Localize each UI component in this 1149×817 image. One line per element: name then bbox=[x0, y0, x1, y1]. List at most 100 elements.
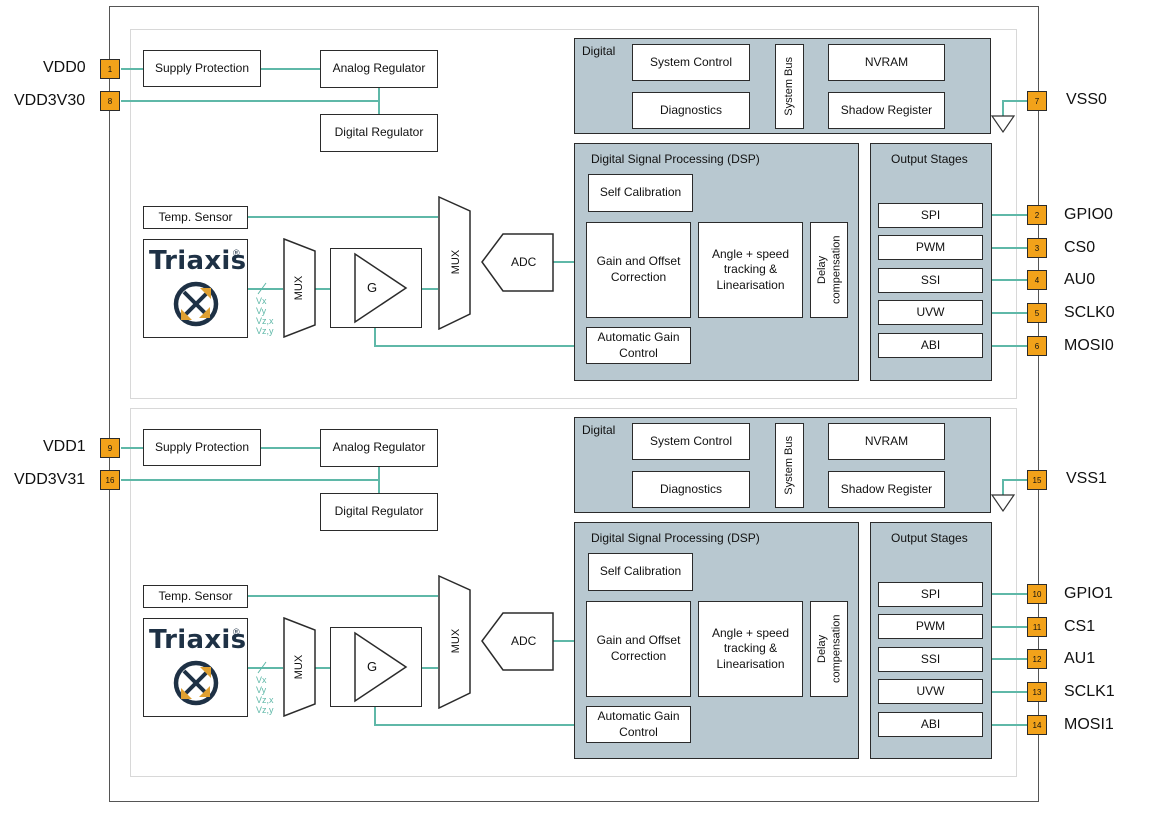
mux-2-shape bbox=[438, 575, 471, 709]
gain-offset-correction: Gain and Offset Correction bbox=[586, 222, 691, 318]
system-bus: System Bus bbox=[775, 423, 804, 508]
pin-10: 10 bbox=[1027, 584, 1047, 604]
mux-1-shape bbox=[283, 617, 316, 717]
temp-sensor: Temp. Sensor bbox=[143, 206, 248, 229]
pin-label-gpio0: GPIO0 bbox=[1064, 206, 1113, 223]
pin-label-vdd3v31: VDD3V31 bbox=[14, 471, 86, 488]
self-calibration: Self Calibration bbox=[588, 553, 693, 591]
digital-title: Digital bbox=[582, 423, 616, 437]
mux-2-label: MUX bbox=[450, 628, 463, 654]
digital-regulator: Digital Regulator bbox=[320, 114, 438, 152]
diagnostics: Diagnostics bbox=[632, 92, 750, 129]
pin-number: 3 bbox=[1034, 243, 1040, 253]
temp-sensor: Temp. Sensor bbox=[143, 585, 248, 608]
pin-label-mosi1: MOSI1 bbox=[1064, 716, 1114, 733]
output-abi: ABI bbox=[878, 333, 983, 358]
shadow-register: Shadow Register bbox=[828, 92, 945, 129]
pin-vss: 7 bbox=[1027, 91, 1047, 111]
system-control: System Control bbox=[632, 423, 750, 460]
shadow-register: Shadow Register bbox=[828, 471, 945, 508]
pin-8: 8 bbox=[100, 91, 120, 111]
supply-protection: Supply Protection bbox=[143, 429, 261, 466]
pin-label-sclk0: SCLK0 bbox=[1064, 304, 1115, 321]
pin-number: 8 bbox=[107, 96, 113, 106]
supply-protection: Supply Protection bbox=[143, 50, 261, 87]
pin-16: 16 bbox=[100, 470, 120, 490]
pin-label-cs0: CS0 bbox=[1064, 239, 1096, 256]
pin-number: 2 bbox=[1034, 210, 1040, 220]
signal-labels: Vx Vy Vz,x Vz,y bbox=[256, 296, 274, 336]
system-bus: System Bus bbox=[775, 44, 804, 129]
pin-number: 1 bbox=[107, 64, 113, 74]
pin-1: 1 bbox=[100, 59, 120, 79]
gain-offset-correction: Gain and Offset Correction bbox=[586, 601, 691, 697]
pin-label-vdd1: VDD1 bbox=[43, 438, 86, 455]
analog-regulator: Analog Regulator bbox=[320, 429, 438, 467]
delay-compensation-label: Delay compensation bbox=[815, 614, 842, 684]
adc-shape bbox=[481, 612, 554, 671]
pin-number: 7 bbox=[1034, 96, 1040, 106]
automatic-gain-control: Automatic Gain Control bbox=[586, 706, 691, 743]
chip-outline bbox=[109, 6, 1039, 802]
mux-1-label: MUX bbox=[293, 654, 306, 680]
signal-vzx: Vz,x bbox=[256, 316, 274, 326]
pin-number: 9 bbox=[107, 443, 113, 453]
unit-frame bbox=[130, 408, 1017, 777]
triaxis-logo: Triaxis ® bbox=[143, 618, 248, 717]
pin-label-vdd0: VDD0 bbox=[43, 59, 86, 76]
logo-registered: ® bbox=[233, 248, 240, 258]
pin-number: 5 bbox=[1034, 308, 1040, 318]
gain-label: G bbox=[367, 280, 378, 295]
analog-regulator: Analog Regulator bbox=[320, 50, 438, 88]
delay-compensation: Delay compensation bbox=[810, 222, 848, 318]
output-uvw: UVW bbox=[878, 300, 983, 325]
pin-number: 14 bbox=[1032, 720, 1042, 730]
mux-2-label: MUX bbox=[450, 249, 463, 275]
pin-number: 16 bbox=[105, 475, 115, 485]
system-bus-label: System Bus bbox=[783, 57, 796, 116]
pin-label-vss1: VSS1 bbox=[1066, 470, 1107, 487]
pin-2: 2 bbox=[1027, 205, 1047, 225]
pin-number: 4 bbox=[1034, 275, 1040, 285]
digital-title: Digital bbox=[582, 44, 616, 58]
pin-label-vss0: VSS0 bbox=[1066, 91, 1107, 108]
pin-number: 6 bbox=[1034, 341, 1040, 351]
unit-1: 9 VDD1 16 VDD3V31 15 VSS1 10 GPIO1 11 CS… bbox=[0, 379, 1149, 779]
output-stages-title: Output Stages bbox=[891, 531, 968, 545]
logo-mark-icon bbox=[173, 660, 219, 706]
logo-mark-icon bbox=[173, 281, 219, 327]
delay-compensation-label: Delay compensation bbox=[815, 235, 842, 305]
pin-label-sclk1: SCLK1 bbox=[1064, 683, 1115, 700]
output-spi: SPI bbox=[878, 582, 983, 607]
output-spi: SPI bbox=[878, 203, 983, 228]
dsp-title: Digital Signal Processing (DSP) bbox=[591, 531, 760, 545]
adc-label: ADC bbox=[511, 255, 537, 269]
pin-6: 6 bbox=[1027, 336, 1047, 356]
mux-2-shape bbox=[438, 196, 471, 330]
gain-label: G bbox=[367, 659, 378, 674]
self-calibration: Self Calibration bbox=[588, 174, 693, 212]
wires bbox=[121, 447, 1027, 726]
pin-number: 11 bbox=[1032, 622, 1042, 632]
signal-vx: Vx bbox=[256, 675, 267, 685]
system-bus-label: System Bus bbox=[783, 436, 796, 495]
nvram: NVRAM bbox=[828, 44, 945, 81]
output-ssi: SSI bbox=[878, 647, 983, 672]
logo-registered: ® bbox=[233, 627, 240, 637]
output-pwm: PWM bbox=[878, 614, 983, 639]
gain-amplifier-icon bbox=[354, 252, 408, 324]
pin-3: 3 bbox=[1027, 238, 1047, 258]
signal-vy: Vy bbox=[256, 306, 267, 316]
pin-vss: 15 bbox=[1027, 470, 1047, 490]
logo-text: Triaxis bbox=[149, 246, 247, 276]
signal-vzx: Vz,x bbox=[256, 695, 274, 705]
pin-11: 11 bbox=[1027, 617, 1047, 637]
angle-speed-tracking: Angle + speed tracking & Linearisation bbox=[698, 601, 803, 697]
automatic-gain-control: Automatic Gain Control bbox=[586, 327, 691, 364]
pin-label-vdd3v30: VDD3V30 bbox=[14, 92, 86, 109]
system-control: System Control bbox=[632, 44, 750, 81]
logo-text: Triaxis bbox=[149, 625, 247, 655]
pin-9: 9 bbox=[100, 438, 120, 458]
pin-number: 10 bbox=[1032, 589, 1042, 599]
pin-label-cs1: CS1 bbox=[1064, 618, 1096, 635]
